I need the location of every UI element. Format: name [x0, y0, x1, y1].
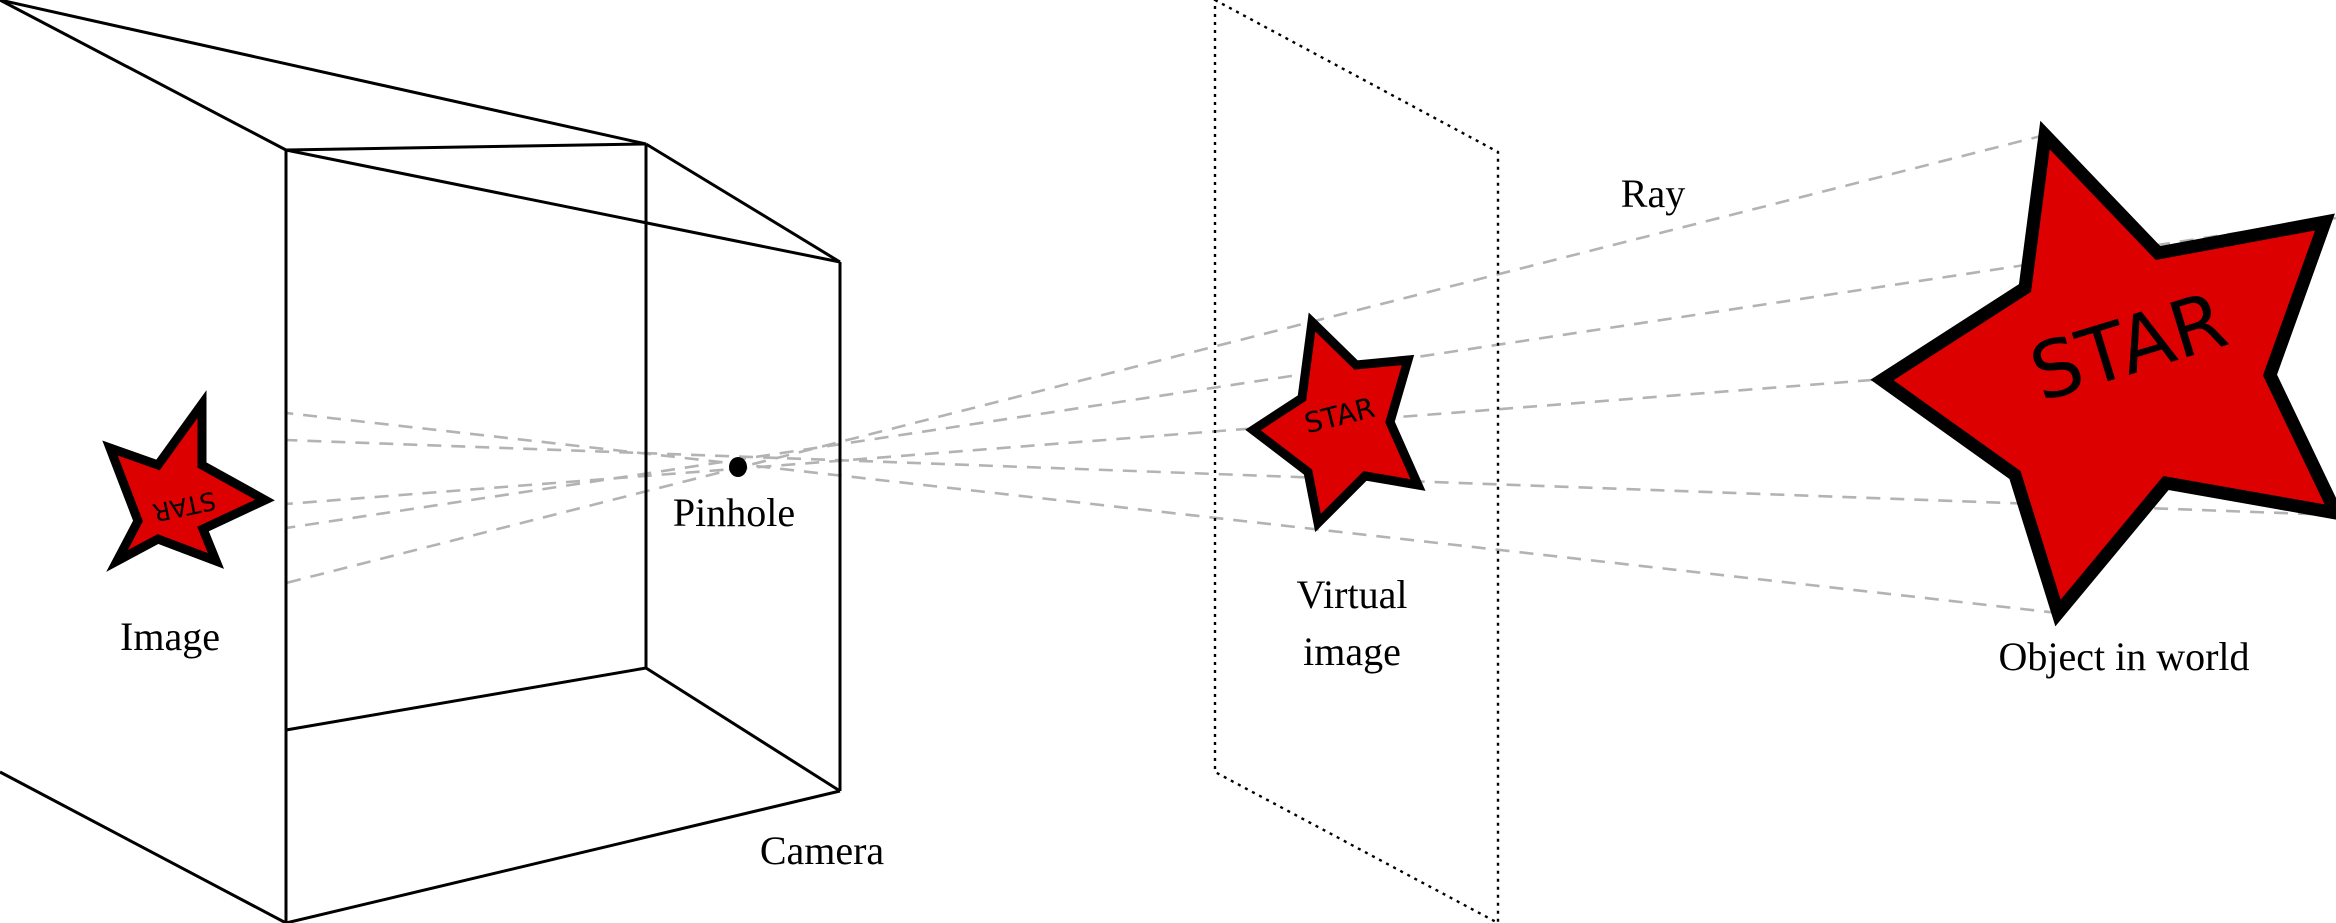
ray-label: Ray [1621, 171, 1685, 216]
virtual-image-label-line2: image [1303, 629, 1401, 674]
pinhole-label: Pinhole [673, 490, 795, 535]
ray-1 [285, 133, 2046, 585]
object-label: Object in world [1998, 634, 2249, 679]
object-star-shape [1870, 120, 2336, 627]
image-star-shape [102, 390, 275, 572]
image-label: Image [120, 614, 220, 659]
virtual-image-label-line1: Virtual [1297, 572, 1408, 617]
object-star: STAR [1870, 120, 2336, 627]
ray-3 [285, 378, 1873, 506]
virtual-star: STAR [1245, 312, 1426, 533]
pinhole-dot [729, 457, 747, 477]
ray-5 [285, 411, 2059, 615]
camera-label: Camera [760, 828, 885, 873]
image-star: STAR [102, 390, 275, 572]
virtual-star-shape [1245, 312, 1426, 533]
ray-4 [285, 438, 2336, 517]
camera-box [0, 0, 842, 923]
